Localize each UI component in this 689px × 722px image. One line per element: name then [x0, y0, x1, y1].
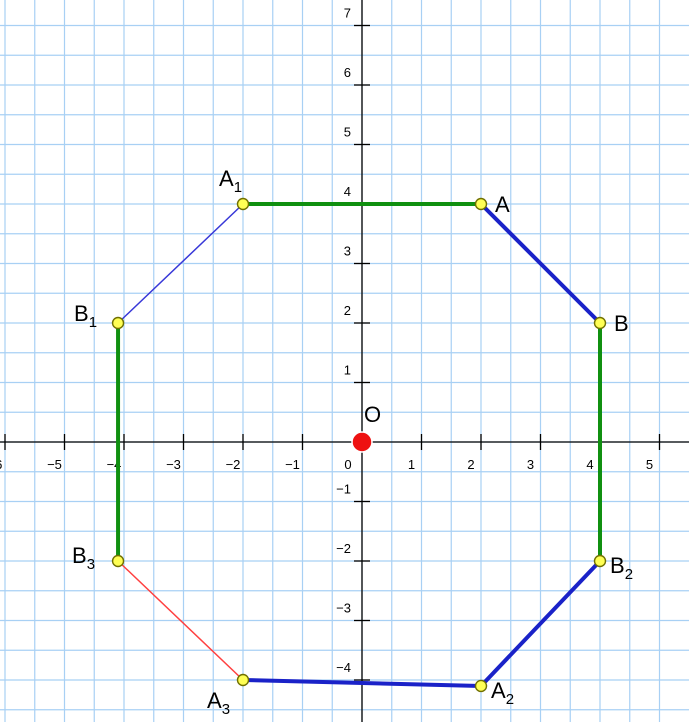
- y-tick-label: 1: [344, 363, 351, 378]
- x-tick-label: −1: [285, 457, 300, 472]
- y-tick-label: −1: [336, 482, 351, 497]
- vertex-label-a2: A2: [491, 678, 514, 708]
- vertex-a: [474, 197, 488, 211]
- vertex-label-b1: B1: [74, 301, 97, 331]
- vertex-label-letter: A: [491, 678, 506, 703]
- vertex-b2: [593, 554, 607, 568]
- y-tick-label: 2: [344, 303, 351, 318]
- vertex-a3: [236, 673, 250, 687]
- segment-a3-b3: [117, 560, 244, 681]
- vertex-label-a1: A1: [219, 166, 242, 196]
- y-tick-label: 7: [344, 6, 351, 21]
- x-tick-label: −3: [166, 457, 181, 472]
- vertex-label-subscript: 2: [506, 691, 514, 708]
- vertex-label-b3: B3: [72, 543, 95, 573]
- vertex-b1: [111, 316, 125, 330]
- vertex-label-letter: A: [207, 688, 222, 713]
- y-tick-labels: 7 6 5 4 3 2 1 −1 −2 −3 −4 5: [336, 6, 351, 722]
- y-tick-label: 4: [344, 184, 351, 199]
- origin-dot: [351, 431, 373, 453]
- y-tick-label: −3: [336, 601, 351, 616]
- vertex-label-letter: B: [614, 311, 629, 336]
- segment-a2-a3: [241, 678, 483, 688]
- vertex-label-letter: B: [610, 553, 625, 578]
- vertex-label-letter: A: [219, 166, 234, 191]
- vertex-label-subscript: 3: [222, 701, 230, 718]
- vertex-label-subscript: 3: [87, 556, 95, 573]
- y-tick-label: 3: [344, 244, 351, 259]
- x-tick-label: 5: [646, 457, 653, 472]
- vertex-label-letter: A: [495, 192, 510, 217]
- vertex-b: [593, 316, 607, 330]
- vertex-a2: [474, 679, 488, 693]
- x-tick-label: 3: [527, 457, 534, 472]
- segment-b2-a2: [479, 559, 602, 688]
- y-tick-label: −4: [336, 660, 351, 675]
- vertex-label-subscript: 1: [89, 314, 97, 331]
- vertex-label-letter: B: [72, 543, 87, 568]
- polygon-segments: [116, 202, 602, 688]
- vertex-b3: [111, 554, 125, 568]
- vertex-label-a3: A3: [207, 688, 230, 718]
- origin-label: O: [364, 402, 381, 427]
- segment-b1-a1: [117, 203, 244, 324]
- vertex-label-subscript: 1: [234, 179, 242, 196]
- segment-a-b: [479, 202, 602, 325]
- x-tick-label: 2: [467, 457, 474, 472]
- y-tick-label: 6: [344, 65, 351, 80]
- x-tick-label: 1: [408, 457, 415, 472]
- x-tick-label: −5: [47, 457, 62, 472]
- vertex-label-a: A: [495, 192, 510, 217]
- x-tick-label: 0: [344, 457, 351, 472]
- origin-point: O: [351, 402, 381, 453]
- y-tick-label: 5: [344, 125, 351, 140]
- y-tick-label: 5: [344, 720, 351, 722]
- vertex-a1: [236, 197, 250, 211]
- y-tick-label: −2: [336, 541, 351, 556]
- vertex-label-letter: B: [74, 301, 89, 326]
- vertex-label-b2: B2: [610, 553, 633, 583]
- vertex-label-b: B: [614, 311, 629, 336]
- x-tick-label: 4: [586, 457, 593, 472]
- x-tick-label: −6: [0, 457, 2, 472]
- vertex-label-subscript: 2: [625, 566, 633, 583]
- x-tick-label: −2: [226, 457, 241, 472]
